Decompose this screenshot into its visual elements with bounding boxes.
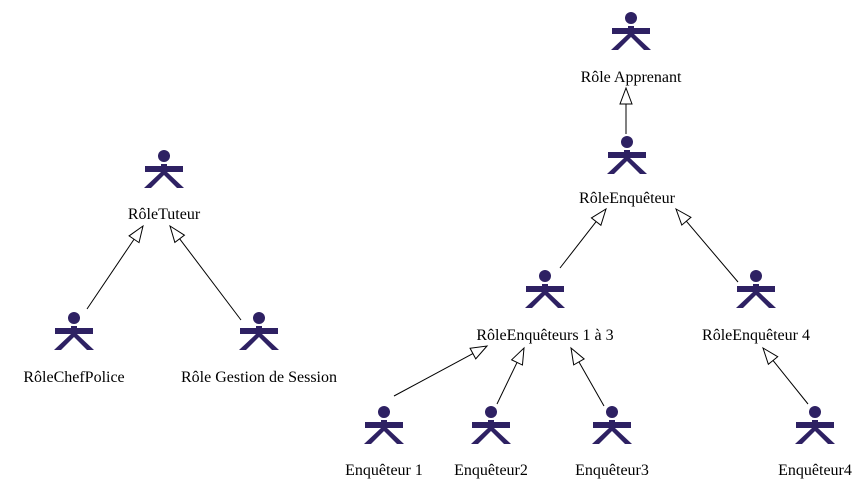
generalization-enqueteur-to-apprenant [619,86,633,134]
generalization-e4-to-enq4role [762,346,809,405]
generalization-e3-to-enq13 [570,346,605,407]
stick-figure-actor-icon [795,406,835,444]
generalization-line [86,238,135,310]
stick-figure-actor-icon [471,406,511,444]
stick-figure-actor-icon [736,270,776,308]
actor-label: Enquêteur3 [575,462,649,479]
actor-label: RôleEnquêteurs 1 à 3 [476,327,613,344]
generalization-enq13-to-enqueteur [559,207,607,269]
actor-label: RôleChefPolice [23,369,124,386]
generalization-line [496,362,518,405]
actor-label: Rôle Apprenant [581,69,682,86]
actor-apprenant[interactable]: Rôle Apprenant [581,12,682,86]
generalization-line [559,221,597,269]
hollow-triangle-arrowhead-icon [675,207,692,226]
actor-label: Enquêteur2 [454,462,528,479]
actor-label: RôleEnquêteur 4 [702,327,810,344]
actor-label: Rôle Gestion de Session [181,369,337,386]
actor-label: RôleTuteur [128,206,201,223]
generalization-line [578,361,605,407]
actor-label: RôleEnquêteur [579,190,676,207]
actor-e4[interactable]: Enquêteur4 [778,406,852,479]
actors-layer: Rôle ApprenantRôleEnquêteurRôleTuteurRôl… [23,12,852,479]
stick-figure-actor-icon [592,406,632,444]
stick-figure-actor-icon [607,136,647,174]
generalization-line [393,353,474,397]
stick-figure-actor-icon [54,312,94,350]
actor-e3[interactable]: Enquêteur3 [575,406,649,479]
stick-figure-actor-icon [364,406,404,444]
hollow-triangle-arrowhead-icon [128,224,144,244]
stick-figure-actor-icon [239,312,279,350]
actor-gestion[interactable]: Rôle Gestion de Session [181,312,337,386]
generalization-line [685,220,739,283]
hollow-triangle-arrowhead-icon [169,224,186,244]
generalization-edges [86,86,809,407]
stick-figure-actor-icon [144,150,184,188]
generalization-line [772,360,809,405]
hollow-triangle-arrowhead-icon [570,346,586,366]
hollow-triangle-arrowhead-icon [469,345,489,360]
generalization-chefpolice-to-tuteur [86,224,144,310]
stick-figure-actor-icon [525,270,565,308]
actor-chefpolice[interactable]: RôleChefPolice [23,312,125,386]
stick-figure-actor-icon [611,12,651,50]
hollow-triangle-arrowhead-icon [510,346,525,366]
hollow-triangle-arrowhead-icon [590,207,607,227]
hollow-triangle-arrowhead-icon [619,86,633,105]
generalization-enq4role-to-enqueteur [675,207,739,283]
hollow-triangle-arrowhead-icon [762,346,779,366]
actor-label: Enquêteur 1 [345,462,423,479]
actor-enqueteur[interactable]: RôleEnquêteur [579,136,676,207]
generalization-e1-to-enq13 [393,345,489,397]
actor-e1[interactable]: Enquêteur 1 [345,406,423,479]
actor-enq13[interactable]: RôleEnquêteurs 1 à 3 [476,270,614,344]
actor-label: Enquêteur4 [778,462,852,479]
generalization-e2-to-enq13 [496,346,525,405]
actor-tuteur[interactable]: RôleTuteur [128,150,201,223]
actor-e2[interactable]: Enquêteur2 [454,406,528,479]
generalization-gestion-to-tuteur [169,224,242,321]
generalization-line [179,238,242,321]
actor-enq4role[interactable]: RôleEnquêteur 4 [702,270,810,344]
